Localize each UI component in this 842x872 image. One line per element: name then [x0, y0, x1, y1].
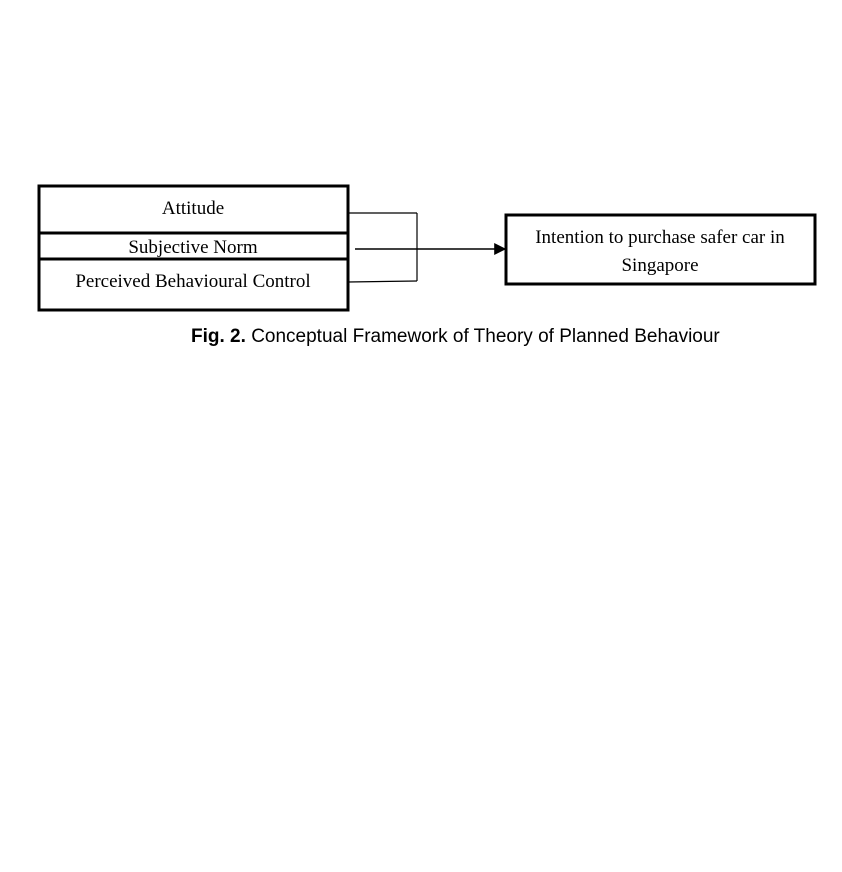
figure-caption: Fig. 2. Conceptual Framework of Theory o…	[191, 326, 720, 348]
perceived-control-label: Perceived Behavioural Control	[75, 271, 310, 292]
connector-lines	[347, 212, 418, 283]
intention-box	[504, 213, 817, 286]
outcome-block: Intention to purchase safer car in Singa…	[504, 213, 817, 286]
control-connector	[347, 280, 418, 283]
attitude-box	[37, 184, 350, 235]
perceived-control-box	[37, 257, 350, 312]
attitude-label: Attitude	[162, 198, 224, 219]
intention-label-line1: Intention to purchase safer car in	[535, 227, 785, 248]
intention-label-line2: Singapore	[621, 255, 698, 276]
input-block: Attitude Subjective Norm Perceived Behav…	[37, 184, 350, 312]
figure-label: Fig. 2.	[191, 326, 246, 347]
figure-caption-text: Conceptual Framework of Theory of Planne…	[251, 326, 720, 347]
subjective-norm-label: Subjective Norm	[128, 237, 258, 258]
